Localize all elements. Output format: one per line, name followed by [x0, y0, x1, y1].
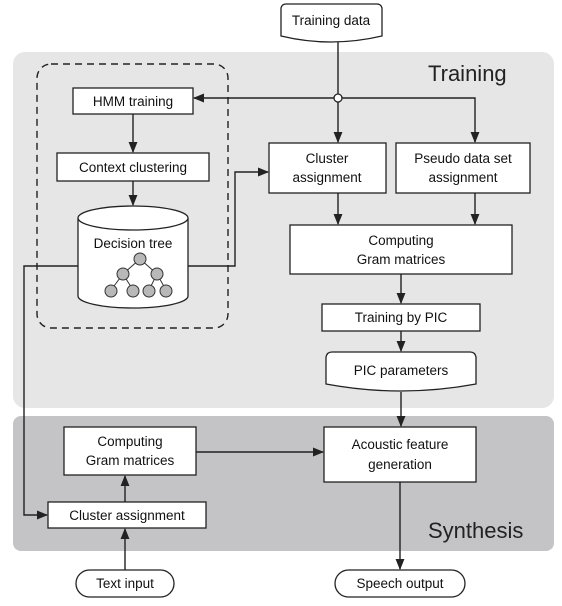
training-label: Training — [428, 61, 507, 86]
synthesis-label: Synthesis — [428, 518, 523, 543]
decision-tree-label: Decision tree — [94, 236, 173, 251]
pseudo-data-line1: Pseudo data set — [414, 151, 512, 166]
decision-tree-node: Decision tree — [77, 205, 189, 309]
hmm-training-label: HMM training — [93, 94, 173, 109]
speech-output-label: Speech output — [356, 576, 443, 591]
computing-gram-top-line1: Computing — [368, 233, 433, 248]
pseudo-data-line2: assignment — [428, 170, 497, 185]
connectors — [23, 42, 480, 571]
arrow-tree-to-cluster-top — [188, 167, 270, 267]
computing-gram-top-box — [289, 224, 513, 275]
cluster-assignment-top-box — [268, 142, 387, 194]
junction-dot — [333, 93, 343, 103]
acoustic-feature-line2: generation — [368, 457, 432, 472]
cluster-assignment-top-line1: Cluster — [306, 151, 349, 166]
computing-gram-top-line2: Gram matrices — [357, 252, 446, 267]
tree-icon — [104, 252, 173, 298]
hmm-group-boundary — [36, 63, 229, 329]
acoustic-feature-line1: Acoustic feature — [352, 437, 449, 452]
training-data-label: Training data — [292, 13, 371, 28]
pic-parameters-node: PIC parameters — [325, 351, 477, 392]
pic-parameters-label: PIC parameters — [354, 363, 449, 378]
acoustic-feature-box — [323, 426, 477, 483]
arrow-to-pseudo-data — [342, 97, 480, 144]
computing-gram-bottom-line2: Gram matrices — [86, 453, 175, 468]
cluster-assignment-bottom-box — [47, 501, 207, 529]
hmm-training-box — [72, 87, 194, 115]
training-by-pic-label: Training by PIC — [355, 310, 448, 325]
training-data-node: Training data — [280, 3, 383, 43]
context-clustering-label: Context clustering — [79, 160, 187, 175]
computing-gram-bottom-line1: Computing — [97, 434, 162, 449]
training-by-pic-box — [321, 303, 481, 332]
cluster-assignment-top-line2: assignment — [292, 170, 361, 185]
computing-gram-bottom-box — [63, 426, 197, 476]
text-input-label: Text input — [96, 576, 154, 591]
cluster-assignment-bottom-label: Cluster assignment — [69, 508, 185, 523]
pseudo-data-box — [395, 142, 531, 194]
arrow-tree-to-cluster-bottom — [23, 265, 78, 520]
